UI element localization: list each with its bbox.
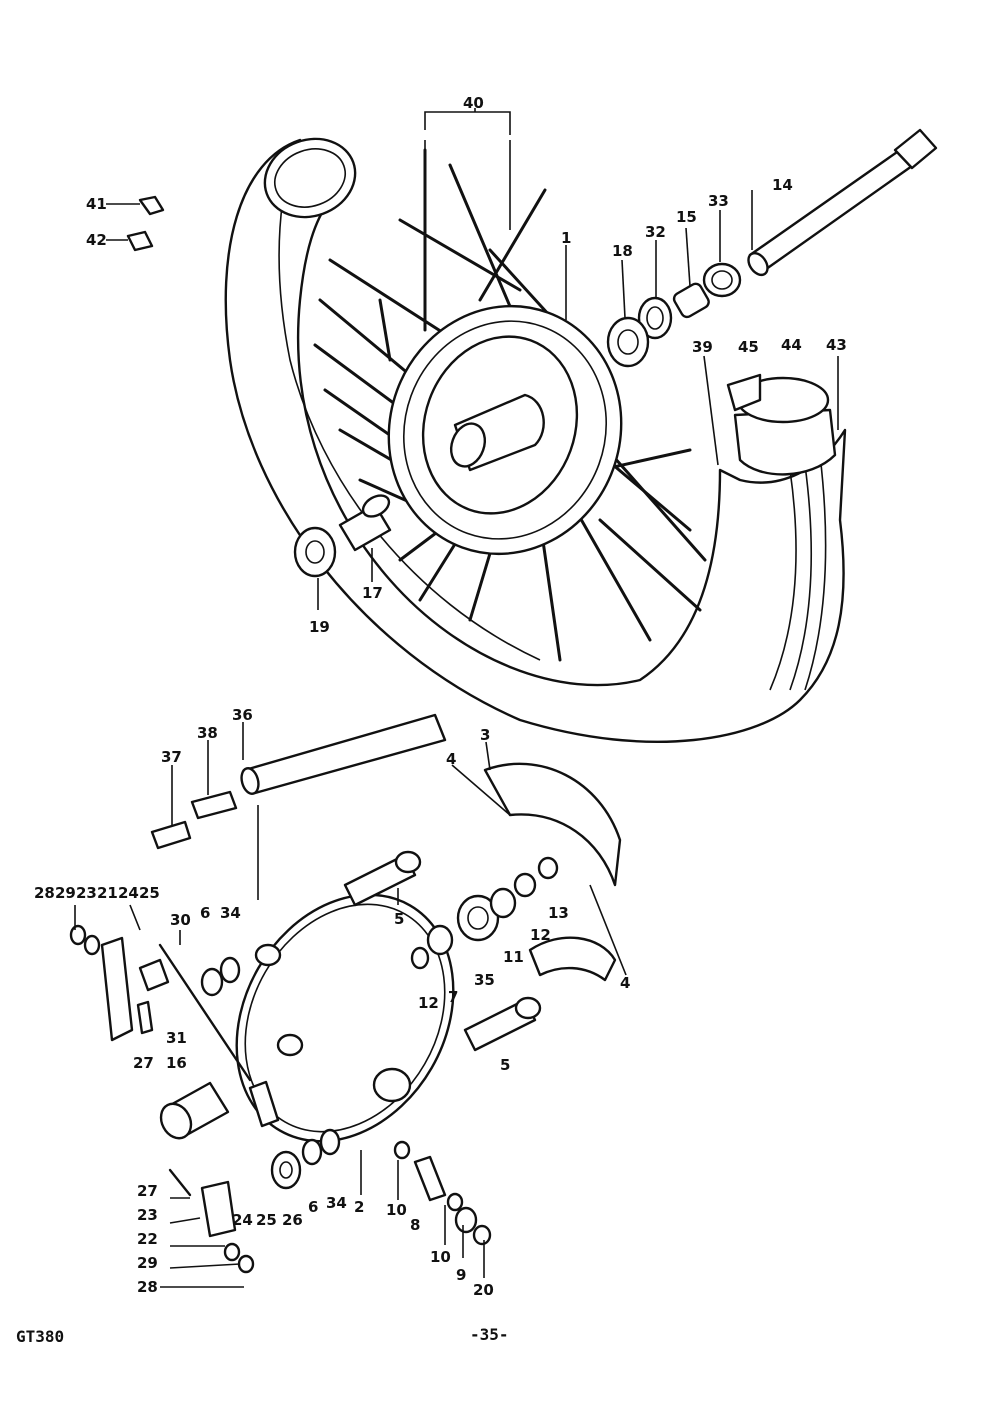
label-42: 42 — [86, 231, 107, 249]
cam-washer — [410, 856, 559, 970]
label-29-top: 29 — [55, 884, 76, 902]
hub-spacer — [338, 494, 392, 552]
brake-cam-upper — [343, 850, 422, 907]
label-5-upper: 5 — [394, 910, 404, 928]
label-12-right: 12 — [530, 926, 551, 944]
label-23-lower: 23 — [137, 1206, 158, 1224]
label-15: 15 — [676, 208, 697, 226]
label-12-left: 12 — [418, 994, 439, 1012]
label-20: 20 — [473, 1281, 494, 1299]
label-24-lower: 24 — [232, 1211, 253, 1229]
brake-panel — [235, 893, 455, 1143]
label-9: 9 — [456, 1266, 466, 1284]
label-43: 43 — [826, 336, 847, 354]
valve-cap — [126, 230, 154, 252]
label-37: 37 — [161, 748, 182, 766]
page-number: -35- — [470, 1325, 509, 1344]
brake-lever-assembly — [69, 924, 154, 1042]
label-27-mid: 27 — [133, 1054, 154, 1072]
wheel-hub — [387, 304, 623, 556]
label-16: 16 — [166, 1054, 187, 1072]
oil-seal — [637, 296, 673, 340]
label-4-lower: 4 — [620, 974, 630, 992]
label-3: 3 — [480, 726, 490, 744]
label-31: 31 — [166, 1029, 187, 1047]
axle-spacer — [702, 262, 742, 298]
label-7: 7 — [448, 988, 458, 1006]
label-23-top: 23 — [76, 884, 97, 902]
label-4-upper: 4 — [446, 750, 456, 768]
axle-collar — [672, 282, 710, 319]
label-8: 8 — [410, 1216, 420, 1234]
label-38: 38 — [197, 724, 218, 742]
tire-section-cap — [726, 373, 837, 476]
label-28-lower: 28 — [137, 1278, 158, 1296]
label-34-upper: 34 — [220, 904, 241, 922]
label-33: 33 — [708, 192, 729, 210]
label-30: 30 — [170, 911, 191, 929]
brake-shoe-upper — [483, 762, 622, 887]
label-35: 35 — [474, 971, 495, 989]
label-10-upper: 10 — [386, 1201, 407, 1219]
label-44: 44 — [781, 336, 802, 354]
speedometer-gear-parts — [393, 1140, 492, 1246]
brake-cam-lower — [463, 996, 542, 1052]
label-6-upper: 6 — [200, 904, 210, 922]
label-18: 18 — [612, 242, 633, 260]
cam-seal — [456, 894, 500, 942]
tire-end-loop — [263, 137, 357, 219]
label-10-lower: 10 — [430, 1248, 451, 1266]
label-21-top: 21 — [97, 884, 118, 902]
brake-shoe-lower — [528, 936, 617, 982]
joint-bolt — [150, 820, 192, 850]
label-29-lower: 29 — [137, 1254, 158, 1272]
label-32: 32 — [645, 223, 666, 241]
leader-lines — [74, 108, 839, 1288]
label-11: 11 — [503, 948, 524, 966]
rod-joint — [190, 790, 238, 820]
label-19: 19 — [309, 618, 330, 636]
label-17: 17 — [362, 584, 383, 602]
brake-arm-lever — [168, 1168, 255, 1274]
label-25-lower: 25 — [256, 1211, 277, 1229]
label-5-lower: 5 — [500, 1056, 510, 1074]
model-code: GT380 — [16, 1327, 64, 1346]
label-22: 22 — [137, 1230, 158, 1248]
brake-rod — [240, 713, 447, 795]
panel-sleeve — [159, 1081, 230, 1140]
label-28-top: 28 — [34, 884, 55, 902]
wheel-bearing-left — [293, 526, 337, 578]
spoke-nipple — [138, 195, 165, 216]
label-2: 2 — [354, 1198, 364, 1216]
label-27-lower: 27 — [137, 1182, 158, 1200]
label-13: 13 — [548, 904, 569, 922]
label-41: 41 — [86, 195, 107, 213]
label-36: 36 — [232, 706, 253, 724]
lever-seal — [270, 1150, 302, 1190]
label-45: 45 — [738, 338, 759, 356]
label-1: 1 — [561, 229, 571, 247]
part-labels: 40 41 42 14 33 15 32 18 1 39 45 44 43 17… — [34, 94, 847, 1299]
arm-washers — [200, 956, 341, 1166]
label-39: 39 — [692, 338, 713, 356]
label-6-lower: 6 — [308, 1198, 318, 1216]
label-14: 14 — [772, 176, 793, 194]
brake-cable-rod — [138, 943, 280, 1128]
label-25-top: 25 — [139, 884, 160, 902]
label-24-top: 24 — [118, 884, 139, 902]
label-26: 26 — [282, 1211, 303, 1229]
label-40: 40 — [463, 94, 484, 112]
front-axle — [747, 128, 938, 277]
wheel-bearing-right — [606, 316, 650, 368]
label-34-lower: 34 — [326, 1194, 347, 1212]
